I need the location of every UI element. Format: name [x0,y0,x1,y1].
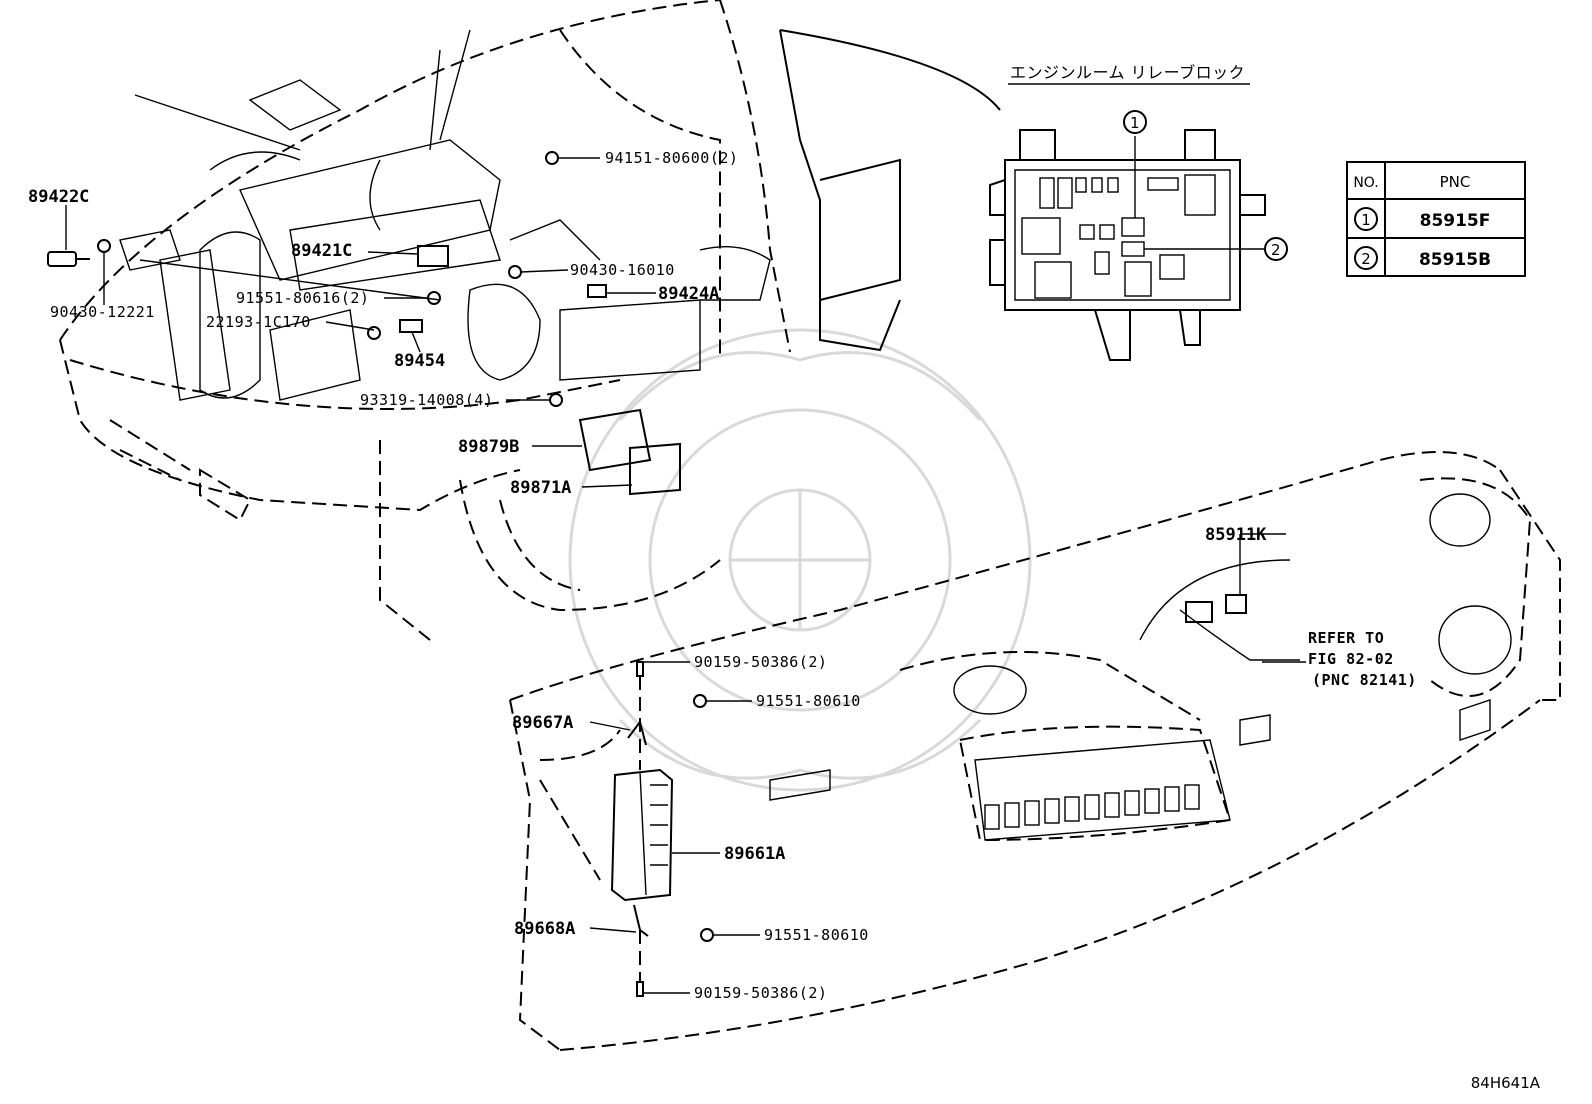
label-94151-80600: 94151-80600(2) [605,149,738,167]
label-89421C: 89421C [291,241,352,261]
label-90430-16010: 90430-16010 [570,261,675,279]
label-90159-50386-top: 90159-50386(2) [694,653,827,671]
label-89424A: 89424A [658,284,719,304]
relay-block-inset: エンジンルーム リレーブロック 1 2 [989,63,1288,361]
pnc-row-1-no: 1 [1361,211,1371,229]
engine-compartment-drawing [47,0,1001,641]
figure-id: 84H641A [1471,1074,1541,1092]
part-labels: 94151-80600(2) 89422C 89421C 90430-16010… [28,149,1417,1002]
relay-block-title: エンジンルーム リレーブロック [1010,63,1245,82]
label-91551-80616: 91551-80616(2) [236,289,369,307]
pnc-row-2-pnc: 85915B [1419,250,1491,270]
label-91551-80610-bot: 91551-80610 [764,926,869,944]
label-89668A: 89668A [514,919,575,939]
label-89661A: 89661A [724,844,785,864]
label-89879B: 89879B [458,437,519,457]
label-refer-fig: FIG 82-02 [1308,650,1394,668]
label-refer-pnc: (PNC 82141) [1312,671,1417,689]
dashboard-drawing [509,451,1561,1051]
label-89422C: 89422C [28,187,89,207]
label-refer-to: REFER TO [1308,629,1384,647]
label-89871A: 89871A [510,478,571,498]
pnc-row-2-no: 2 [1361,250,1371,268]
label-91551-80610-top: 91551-80610 [756,692,861,710]
label-90430-12221: 90430-12221 [50,303,155,321]
relay-marker-2: 2 [1271,241,1281,259]
leader-lines [65,157,1306,994]
pnc-table: NO. PNC 1 85915F 2 85915B [1346,161,1526,277]
label-89454: 89454 [394,351,445,371]
label-85911K: 85911K [1205,525,1267,545]
label-90159-50386-bot: 90159-50386(2) [694,984,827,1002]
label-93319-14008: 93319-14008(4) [360,391,493,409]
pnc-row-1-pnc: 85915F [1420,211,1491,231]
dash-vents [984,784,1200,830]
label-89667A: 89667A [512,713,573,733]
label-22193-1C170: 22193-1C170 [206,313,311,331]
watermark-emblem [568,328,1032,792]
pnc-table-header-no: NO. [1353,175,1378,191]
relay-marker-1: 1 [1130,114,1140,132]
pnc-table-header-pnc: PNC [1440,173,1471,191]
